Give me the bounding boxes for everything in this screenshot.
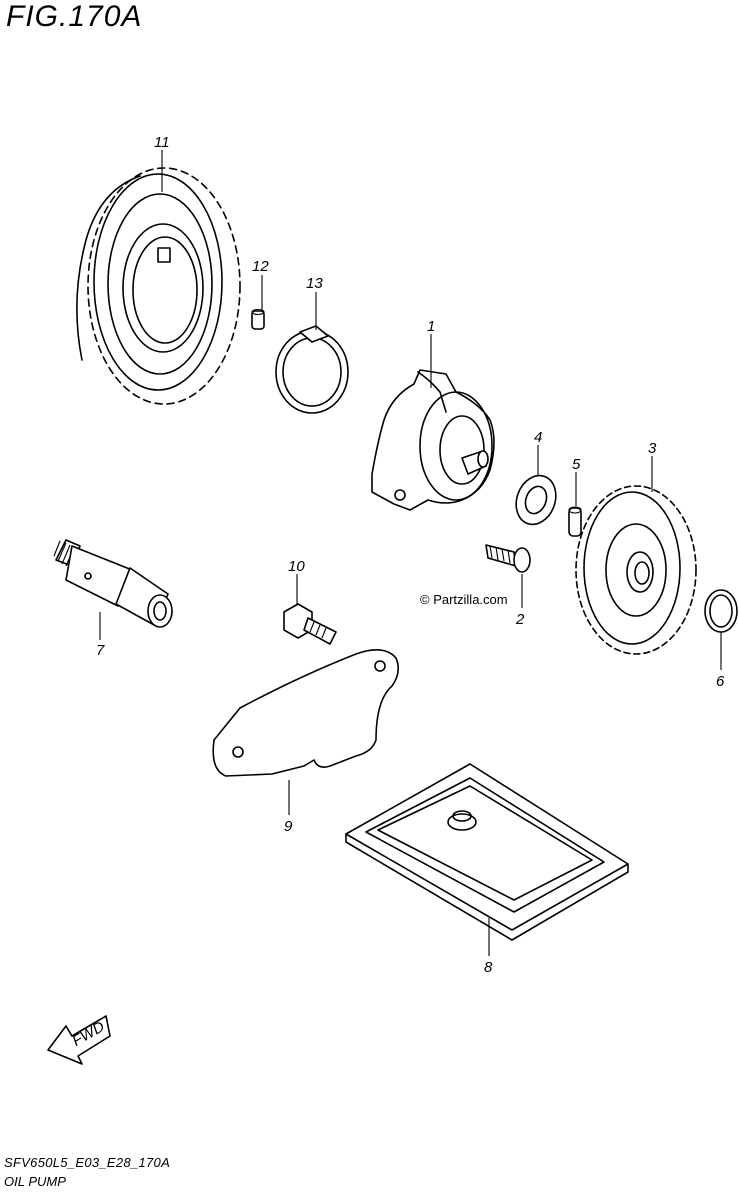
part-3-driven-gear[interactable] (575, 485, 697, 655)
part-8-strainer[interactable] (345, 763, 629, 941)
part-5-pin[interactable] (568, 506, 582, 537)
figure-title: FIG.170A (6, 0, 143, 33)
part-2-screw[interactable] (485, 544, 531, 573)
callout-1: 1 (427, 318, 435, 335)
leader-lines (99, 150, 722, 956)
part-6-small-circlip[interactable] (704, 589, 738, 633)
callout-10: 10 (288, 558, 305, 575)
callout-5: 5 (572, 456, 581, 473)
callout-8: 8 (484, 959, 493, 976)
part-13-circlip[interactable] (275, 325, 349, 414)
callout-numbers: 11 12 13 1 4 5 3 10 2 7 6 9 8 (96, 134, 725, 976)
callout-2: 2 (515, 611, 525, 628)
callout-9: 9 (284, 818, 293, 835)
part-1-oil-pump-body[interactable] (371, 369, 495, 511)
part-11-large-gear[interactable] (76, 167, 241, 405)
part-4-washer[interactable] (510, 470, 563, 530)
callout-12: 12 (252, 258, 269, 275)
callout-13: 13 (306, 275, 323, 292)
part-10-bolt[interactable] (283, 603, 337, 645)
part-7-pipe-fitting[interactable] (53, 539, 173, 628)
part-9-bracket-plate[interactable] (212, 649, 400, 777)
callout-6: 6 (716, 673, 725, 690)
watermark-text: © Partzilla.com (420, 592, 508, 607)
callout-4: 4 (534, 429, 542, 446)
figure-name: OIL PUMP (4, 1174, 66, 1189)
callout-11: 11 (154, 134, 170, 151)
callout-3: 3 (648, 440, 657, 457)
fwd-arrow-icon: FWD (47, 1015, 111, 1065)
part-12-dowel-pin[interactable] (251, 308, 265, 330)
callout-7: 7 (96, 642, 105, 659)
figure-code: SFV650L5_E03_E28_170A (4, 1155, 171, 1170)
